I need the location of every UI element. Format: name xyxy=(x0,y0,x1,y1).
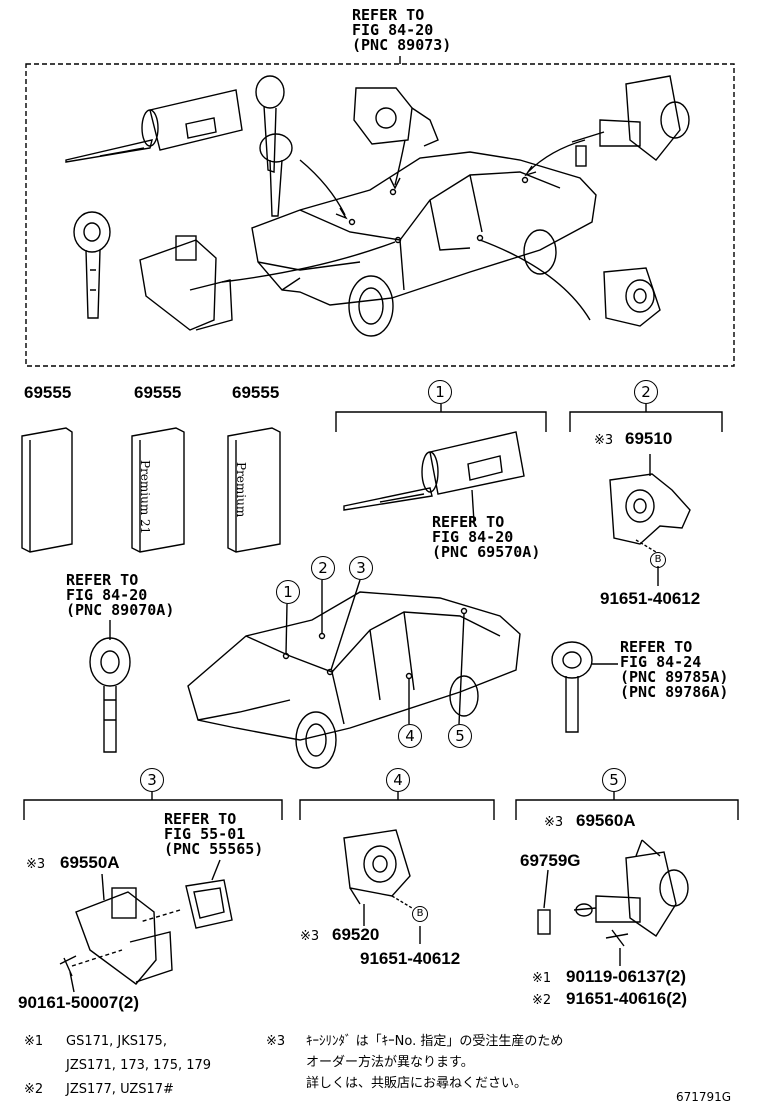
note3-line2: オーダー方法が異なります。 xyxy=(306,1055,474,1070)
group4-part-number: 69520 xyxy=(332,925,380,944)
group1-callout: 1 xyxy=(428,380,452,404)
group3-callout: 3 xyxy=(140,768,164,792)
card2-part-number: 69555 xyxy=(134,383,182,402)
car-callout-1: 1 xyxy=(276,580,300,604)
note1-mark: ※1 xyxy=(24,1034,44,1049)
key-right-ref-line3: (PNC 89785A) xyxy=(620,668,729,686)
group5-mark: ※3 xyxy=(544,815,564,830)
car-callout-2: 2 xyxy=(311,556,335,580)
note1-line2: JZS171, 173, 175, 179 xyxy=(66,1058,212,1073)
group1-ref-line1: REFER TO xyxy=(432,513,505,531)
car-callout-4: 4 xyxy=(398,724,422,748)
car-callout-3: 3 xyxy=(349,556,373,580)
group3-ref-line3: (PNC 55565) xyxy=(164,840,264,858)
group5-fastener1-number: 90119-06137(2) xyxy=(566,967,687,986)
group3-ref-line1: REFER TO xyxy=(164,810,237,828)
note2-line1: JZS177, UZS17# xyxy=(66,1082,174,1097)
group4-mark: ※3 xyxy=(300,929,320,944)
top-ref-line1: REFER TO xyxy=(352,6,425,24)
group3-part-number: 69550A xyxy=(60,853,120,872)
note1-line1: GS171, JKS175, xyxy=(66,1034,167,1049)
group5-fastener1-mark: ※1 xyxy=(532,971,552,986)
group2-part-number: 69510 xyxy=(625,429,673,448)
note3-mark: ※3 xyxy=(266,1034,286,1049)
group3-ref-line2: FIG 55-01 xyxy=(164,825,246,843)
key-right-ref-line4: (PNC 89786A) xyxy=(620,683,729,701)
group3-screw-number: 90161-50007(2) xyxy=(18,993,139,1012)
group1-ref-line2: FIG 84-20 xyxy=(432,528,514,546)
group5-fastener2-number: 91651-40616(2) xyxy=(566,989,687,1008)
key-right-ref-line2: FIG 84-24 xyxy=(620,653,702,671)
group2-mark: ※3 xyxy=(594,433,614,448)
group2-bolt-number: 91651-40612 xyxy=(600,589,701,608)
note3-line1: ｷｰｼﾘﾝﾀﾞ は「ｷｰNo. 指定」の受注生産のため xyxy=(306,1034,564,1049)
key-right-ref-line1: REFER TO xyxy=(620,638,693,656)
group1-ref-line3: (PNC 69570A) xyxy=(432,543,541,561)
card3-label: Premium xyxy=(234,462,248,518)
group5-clip-number: 69759G xyxy=(520,851,581,870)
key-left-ref-line3: (PNC 89070A) xyxy=(66,601,175,619)
top-ref-line3: (PNC 89073) xyxy=(352,36,452,54)
key-left-ref-line2: FIG 84-20 xyxy=(66,586,148,604)
note2-mark: ※2 xyxy=(24,1082,44,1097)
group5-part-number: 69560A xyxy=(576,811,636,830)
group4-bolt-number: 91651-40612 xyxy=(360,949,461,968)
card2-label: Premium 21 xyxy=(138,460,152,535)
group5-callout: 5 xyxy=(602,768,626,792)
group4-callout: 4 xyxy=(386,768,410,792)
group2-callout: 2 xyxy=(634,380,658,404)
top-ref-line2: FIG 84-20 xyxy=(352,21,434,39)
car-callout-5: 5 xyxy=(448,724,472,748)
note3-line3: 詳しくは、共販店にお尋ねください。 xyxy=(306,1076,528,1091)
group5-fastener2-mark: ※2 xyxy=(532,993,552,1008)
group3-mark: ※3 xyxy=(26,857,46,872)
group2-badge: B xyxy=(650,552,666,568)
card3-part-number: 69555 xyxy=(232,383,280,402)
card1-part-number: 69555 xyxy=(24,383,72,402)
group4-badge: B xyxy=(412,906,428,922)
figure-id: 671791G xyxy=(676,1090,732,1104)
key-left-ref-line1: REFER TO xyxy=(66,571,139,589)
